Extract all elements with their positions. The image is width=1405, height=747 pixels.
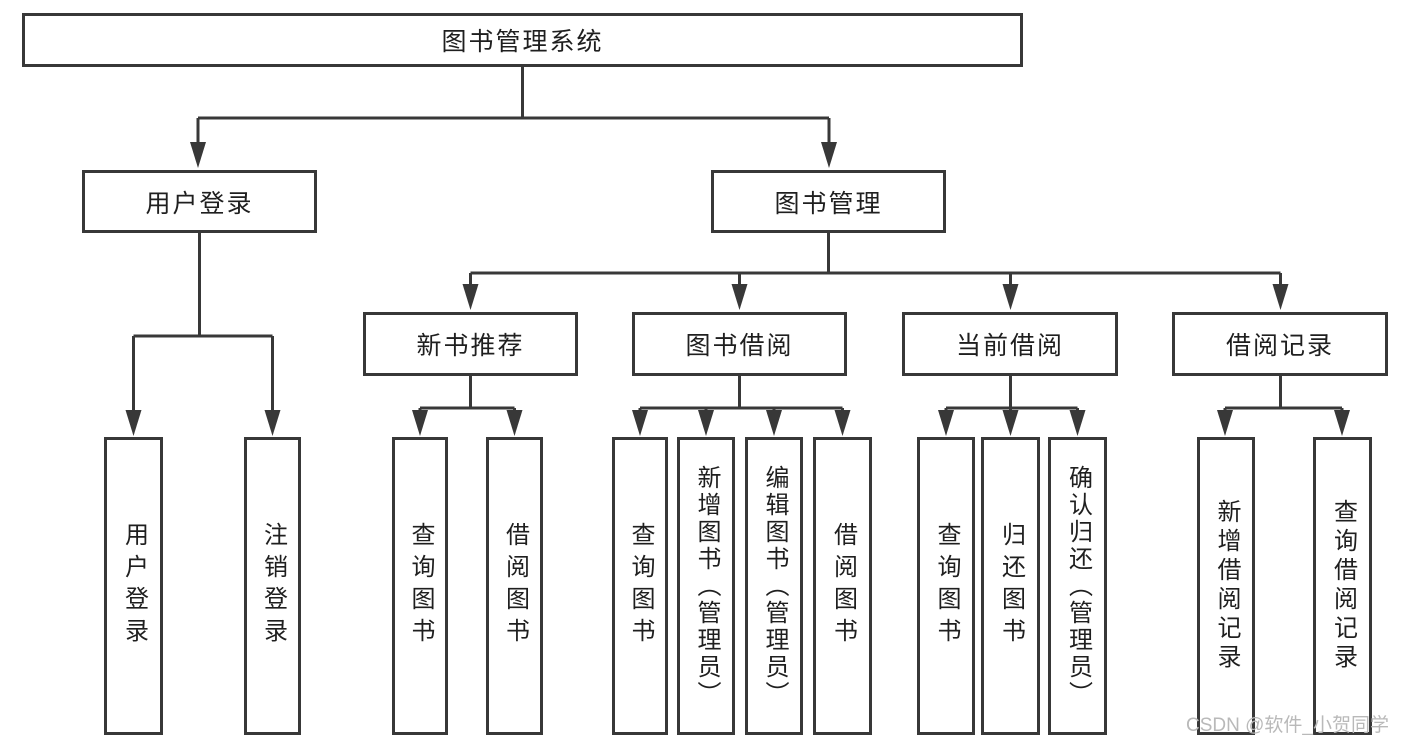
leaf-add-book-admin-label: 新增图书（管理员） <box>693 464 720 708</box>
node-library-management-system: 图书管理系统 <box>22 13 1023 67</box>
leaf-user-login: 用户登录 <box>104 437 163 735</box>
node-current-borrowing: 当前借阅 <box>902 312 1118 376</box>
node-book-borrowing: 图书借阅 <box>632 312 847 376</box>
leaf-query-books-borrow-label: 查询图书 <box>627 522 654 650</box>
leaf-query-borrow-record-label: 查询借阅记录 <box>1329 499 1357 673</box>
leaf-user-login-label: 用户登录 <box>120 522 148 650</box>
connector-bookmgmt-to-level3 <box>469 233 1282 286</box>
leaf-add-borrow-record-label: 新增借阅记录 <box>1213 499 1240 673</box>
leaf-edit-book-admin-label: 编辑图书（管理员） <box>761 464 788 708</box>
node-book-management-label: 图书管理 <box>774 189 883 218</box>
leaf-query-books-recommend: 查询图书 <box>392 437 448 735</box>
connector-root-to-level2 <box>196 67 831 144</box>
node-user-login: 用户登录 <box>82 170 317 233</box>
leaf-query-books-recommend-label: 查询图书 <box>407 522 434 650</box>
node-borrowing-records-label: 借阅记录 <box>1225 332 1334 360</box>
csdn-watermark: CSDN @软件_小贺同学 <box>1186 715 1389 736</box>
leaf-borrow-books-recommend: 借阅图书 <box>486 437 543 735</box>
leaf-borrow-books: 借阅图书 <box>813 437 872 735</box>
node-user-login-label: 用户登录 <box>145 189 254 218</box>
connector-currentborrow-to-leaves <box>944 376 1079 412</box>
node-new-book-recommendation: 新书推荐 <box>363 312 578 376</box>
leaf-add-book-admin: 新增图书（管理员） <box>677 437 735 735</box>
connector-userlogin-to-leaves <box>132 233 274 412</box>
leaf-borrow-books-recommend-label: 借阅图书 <box>501 522 529 650</box>
leaf-confirm-return-admin-label: 确认归还（管理员） <box>1064 464 1092 708</box>
arrowheads <box>125 142 1350 436</box>
leaf-confirm-return-admin: 确认归还（管理员） <box>1048 437 1107 735</box>
leaf-query-books-current-label: 查询图书 <box>933 522 960 650</box>
node-book-borrowing-label: 图书借阅 <box>685 332 794 360</box>
leaf-logout-label: 注销登录 <box>259 522 287 650</box>
node-current-borrowing-label: 当前借阅 <box>955 332 1064 360</box>
leaf-query-borrow-record: 查询借阅记录 <box>1313 437 1372 735</box>
leaf-edit-book-admin: 编辑图书（管理员） <box>745 437 803 735</box>
leaf-return-book: 归还图书 <box>981 437 1040 735</box>
node-book-management: 图书管理 <box>711 170 946 233</box>
node-new-book-recommendation-label: 新书推荐 <box>416 332 525 360</box>
leaf-query-books-borrow: 查询图书 <box>612 437 668 735</box>
leaf-query-books-current: 查询图书 <box>917 437 975 735</box>
node-borrowing-records: 借阅记录 <box>1172 312 1388 376</box>
leaf-add-borrow-record: 新增借阅记录 <box>1197 437 1255 735</box>
node-library-management-system-label: 图书管理系统 <box>441 28 604 56</box>
leaf-return-book-label: 归还图书 <box>997 522 1025 650</box>
leaf-borrow-books-label: 借阅图书 <box>829 522 857 650</box>
leaf-logout: 注销登录 <box>244 437 301 735</box>
connector-newbook-to-leaves <box>418 376 516 412</box>
connector-bookborrow-to-leaves <box>638 376 844 412</box>
connector-borrowrecord-to-leaves <box>1223 376 1344 412</box>
